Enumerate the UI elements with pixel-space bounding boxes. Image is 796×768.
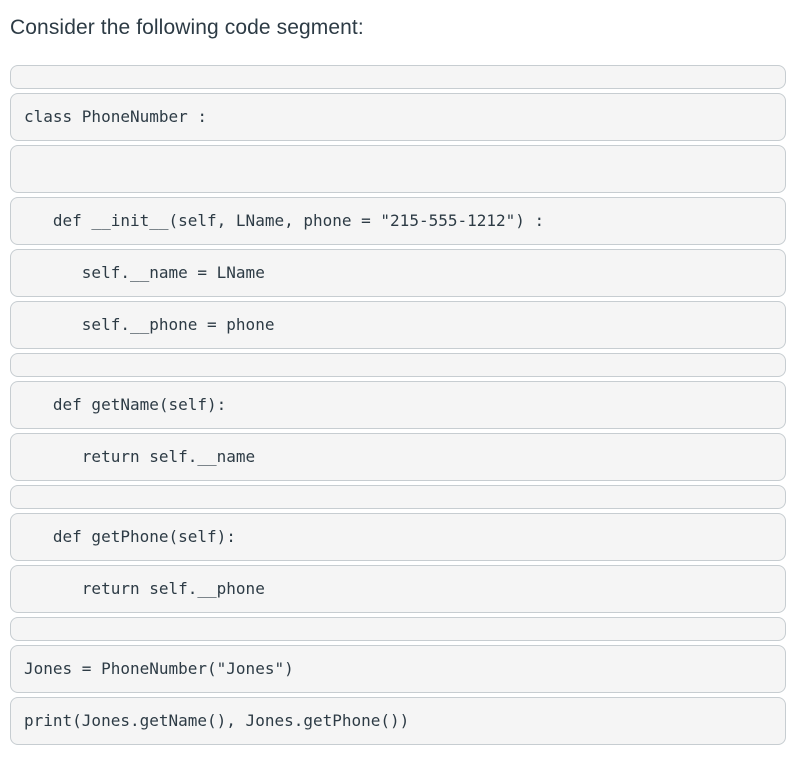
code-spacer-box [10, 485, 786, 509]
code-line: self.__name = LName [10, 249, 786, 297]
code-line: Jones = PhoneNumber("Jones") [10, 645, 786, 693]
code-line: class PhoneNumber : [10, 93, 786, 141]
question-prompt: Consider the following code segment: [10, 16, 364, 39]
code-line: def __init__(self, LName, phone = "215-5… [10, 197, 786, 245]
code-segment: class PhoneNumber : def __init__(self, L… [10, 65, 786, 745]
code-line: print(Jones.getName(), Jones.getPhone()) [10, 697, 786, 745]
code-spacer-box [10, 353, 786, 377]
code-spacer-box [10, 617, 786, 641]
code-line: return self.__phone [10, 565, 786, 613]
code-line: return self.__name [10, 433, 786, 481]
code-line: def getName(self): [10, 381, 786, 429]
code-spacer-box [10, 65, 786, 89]
code-spacer-box [10, 145, 786, 193]
code-line: self.__phone = phone [10, 301, 786, 349]
code-line: def getPhone(self): [10, 513, 786, 561]
